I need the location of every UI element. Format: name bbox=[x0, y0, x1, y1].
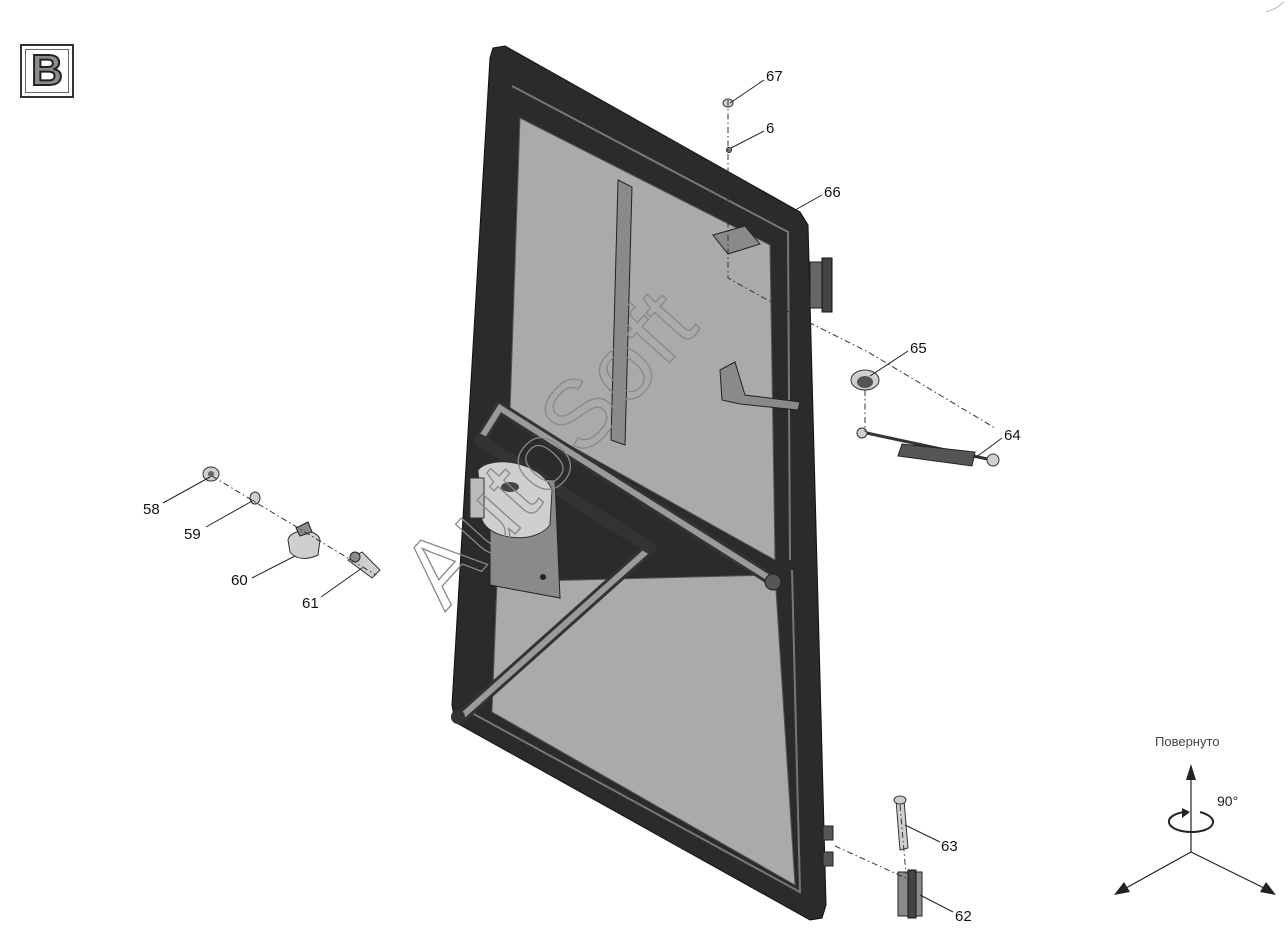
callout-63: 63 bbox=[941, 838, 958, 855]
right-arrow-icon bbox=[1260, 882, 1276, 895]
section-badge-letter: B bbox=[30, 46, 64, 95]
section-badge: B bbox=[20, 44, 74, 98]
handle-rail-upper-highlight bbox=[477, 403, 775, 583]
upper-bracket bbox=[712, 225, 761, 255]
lower-hinge-stub-2 bbox=[822, 851, 834, 867]
assembly-axis-lines bbox=[211, 100, 996, 881]
lock-keyhole bbox=[501, 482, 519, 492]
callout-58: 58 bbox=[143, 501, 160, 518]
glass-divider-bar bbox=[610, 179, 633, 446]
part-6-washer bbox=[726, 147, 732, 153]
callout-leaders bbox=[162, 79, 1003, 913]
lock-housing bbox=[477, 461, 553, 539]
callout-67: 67 bbox=[766, 68, 783, 85]
callout-61: 61 bbox=[302, 595, 319, 612]
rotation-label: Повернуто bbox=[1155, 734, 1220, 749]
lock-screw bbox=[540, 574, 546, 580]
left-arrow-icon bbox=[1114, 882, 1130, 895]
part-61-pin bbox=[347, 551, 381, 579]
callout-6: 6 bbox=[766, 120, 774, 137]
part-63-hinge-pin bbox=[893, 795, 909, 851]
callout-65: 65 bbox=[910, 340, 927, 357]
part-62-hinge bbox=[897, 869, 923, 919]
callout-62: 62 bbox=[955, 908, 972, 925]
callout-64: 64 bbox=[1004, 427, 1021, 444]
handle-rail-lower bbox=[474, 434, 656, 554]
part-60-bracket bbox=[287, 521, 321, 559]
lower-hinge-stub-1 bbox=[822, 825, 834, 841]
callout-59: 59 bbox=[184, 526, 201, 543]
rotation-indicator: Повернуто 90° bbox=[1114, 734, 1276, 895]
callout-60: 60 bbox=[231, 572, 248, 589]
frame-inner-line-bottom bbox=[469, 569, 802, 894]
frame-inner-line-top bbox=[511, 85, 791, 561]
rotation-angle: 90° bbox=[1217, 793, 1238, 809]
rail-end-cap-right bbox=[764, 573, 782, 591]
door-glass-lower bbox=[491, 574, 796, 886]
part-64-gas-strut bbox=[856, 427, 1000, 467]
callout-66: 66 bbox=[824, 184, 841, 201]
upper-hinge-knuckle bbox=[821, 257, 833, 313]
door-glass-upper bbox=[509, 117, 776, 561]
lock-button bbox=[469, 477, 485, 519]
corner-mark bbox=[1265, 1, 1285, 13]
callout-labels: 58 59 60 61 62 63 64 65 66 6 67 bbox=[143, 68, 1021, 925]
handle-rail-diagonal-highlight bbox=[457, 545, 653, 721]
door-assembly bbox=[451, 45, 834, 921]
rail-end-cap-lower bbox=[451, 710, 465, 724]
section-badge-frame: B bbox=[25, 46, 69, 95]
rotation-arrow-icon bbox=[1167, 811, 1214, 834]
up-arrow-icon bbox=[1186, 764, 1196, 780]
inner-door-handle bbox=[719, 361, 801, 411]
